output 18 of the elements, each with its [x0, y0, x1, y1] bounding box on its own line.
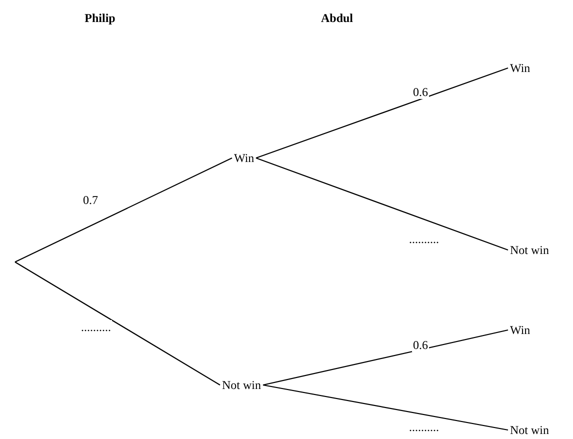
branch-line	[256, 67, 508, 159]
player-heading: Abdul	[320, 11, 354, 25]
outcome-label: Not win	[508, 243, 551, 257]
probability-label: ..........	[80, 320, 112, 334]
outcome-label: Win	[508, 61, 532, 75]
branch-line	[14, 262, 220, 386]
player-heading: Philip	[84, 11, 116, 25]
outcome-label: Win	[508, 323, 532, 337]
branch-line	[256, 157, 508, 251]
branch-line	[262, 329, 508, 386]
probability-label: 0.6	[412, 85, 429, 99]
probability-label: 0.7	[82, 193, 99, 207]
branch-line	[262, 384, 508, 431]
outcome-label: Win	[232, 151, 256, 165]
outcome-label: Not win	[220, 378, 263, 392]
outcome-label: Not win	[508, 423, 551, 437]
probability-label: 0.6	[412, 338, 429, 352]
branch-line	[14, 158, 232, 262]
